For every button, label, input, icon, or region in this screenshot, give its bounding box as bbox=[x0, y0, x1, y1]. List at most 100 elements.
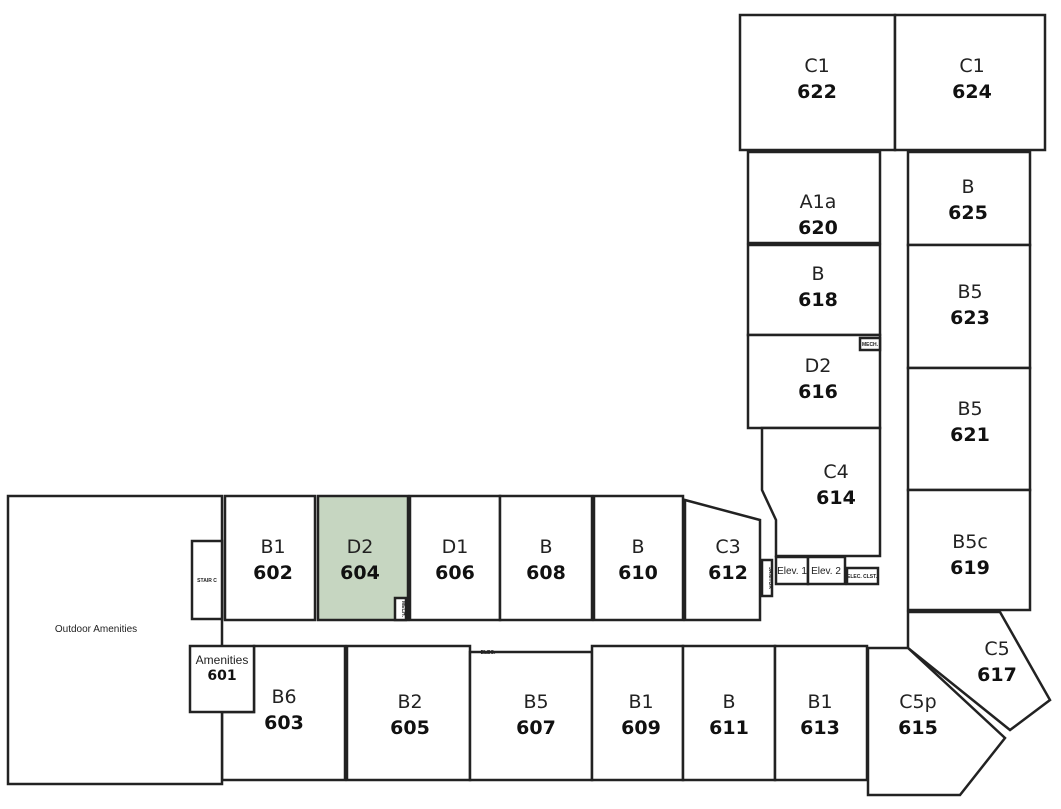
unit-type: B1 bbox=[628, 691, 653, 713]
unit-outline[interactable] bbox=[592, 494, 685, 622]
janitor-label: JANITOR bbox=[767, 567, 773, 589]
unit-number: 623 bbox=[950, 307, 990, 329]
unit-outline[interactable] bbox=[681, 644, 777, 782]
unit-number: 615 bbox=[898, 717, 938, 739]
unit-number: 602 bbox=[253, 562, 293, 584]
unit-number: 608 bbox=[526, 562, 566, 584]
unit-number: 622 bbox=[797, 81, 837, 103]
elevator-1: Elev. 1 bbox=[774, 555, 810, 586]
elec-closet-label: ELEC. CLST. bbox=[847, 574, 878, 580]
unit-outline[interactable] bbox=[498, 494, 594, 622]
unit-type: B bbox=[811, 263, 824, 285]
unit-number: 625 bbox=[948, 202, 988, 224]
unit-611[interactable]: B 611 bbox=[681, 644, 777, 782]
unit-number: 609 bbox=[621, 717, 661, 739]
unit-outline[interactable] bbox=[590, 644, 685, 782]
unit-number: 607 bbox=[516, 717, 556, 739]
unit-608[interactable]: B 608 bbox=[498, 494, 594, 622]
unit-number: 603 bbox=[264, 712, 304, 734]
outdoor-amenities: Outdoor Amenities bbox=[6, 494, 224, 786]
amenities-601[interactable]: Amenities 601 bbox=[188, 644, 256, 714]
unit-type: C5p bbox=[899, 691, 936, 713]
unit-type: B5c bbox=[952, 531, 988, 553]
unit-outline[interactable] bbox=[746, 150, 882, 245]
unit-outline[interactable] bbox=[906, 150, 1032, 247]
unit-number: 613 bbox=[800, 717, 840, 739]
unit-type: C5 bbox=[984, 638, 1009, 660]
unit-type: C1 bbox=[804, 55, 829, 77]
elev1-label: Elev. 1 bbox=[777, 566, 807, 577]
unit-number: 620 bbox=[798, 217, 838, 239]
stair-c: STAIR C bbox=[190, 539, 224, 621]
janitor: JANITOR bbox=[760, 558, 774, 598]
unit-type: B5 bbox=[957, 281, 982, 303]
unit-number: 606 bbox=[435, 562, 475, 584]
unit-outline[interactable] bbox=[223, 494, 317, 622]
unit-outline[interactable] bbox=[893, 13, 1047, 152]
unit-outline[interactable] bbox=[683, 498, 762, 622]
unit-number: 611 bbox=[709, 717, 749, 739]
unit-type: B bbox=[539, 536, 552, 558]
unit-outline[interactable] bbox=[316, 494, 410, 622]
unit-number: 619 bbox=[950, 557, 990, 579]
unit-type: B1 bbox=[260, 536, 285, 558]
amenities-label: Amenities bbox=[196, 653, 249, 667]
mech-616: MECH. bbox=[858, 336, 882, 352]
unit-number: 616 bbox=[798, 381, 838, 403]
elec-closet: ELEC. CLST. bbox=[845, 566, 880, 586]
unit-type: D1 bbox=[442, 536, 469, 558]
unit-type: B1 bbox=[807, 691, 832, 713]
unit-number: 617 bbox=[977, 664, 1017, 686]
mech-label: MECH. bbox=[400, 601, 406, 618]
unit-outline[interactable] bbox=[906, 610, 1052, 732]
outdoor-amenities-label: Outdoor Amenities bbox=[55, 624, 137, 635]
unit-type: D2 bbox=[347, 536, 374, 558]
unit-outline[interactable] bbox=[773, 644, 869, 782]
unit-outline[interactable] bbox=[906, 488, 1032, 612]
elec-room: ELEC. bbox=[481, 650, 496, 656]
unit-number: 624 bbox=[952, 81, 992, 103]
unit-type: B6 bbox=[271, 686, 296, 708]
unit-type: C1 bbox=[959, 55, 984, 77]
unit-outline[interactable] bbox=[408, 494, 502, 622]
unit-outline[interactable] bbox=[468, 650, 594, 782]
stair-label: STAIR C bbox=[197, 578, 217, 584]
unit-type: D2 bbox=[805, 355, 832, 377]
amenities-number: 601 bbox=[207, 668, 236, 684]
mech-label: MECH. bbox=[862, 342, 879, 348]
unit-type: C3 bbox=[715, 536, 740, 558]
elev2-label: Elev. 2 bbox=[811, 566, 841, 577]
unit-type: A1a bbox=[800, 191, 837, 213]
elevator-2: Elev. 2 bbox=[806, 555, 847, 586]
unit-type: B bbox=[722, 691, 735, 713]
unit-number: 612 bbox=[708, 562, 748, 584]
unit-number: 605 bbox=[390, 717, 430, 739]
unit-number: 621 bbox=[950, 424, 990, 446]
elec-label: ELEC. bbox=[481, 650, 496, 656]
unit-outline[interactable] bbox=[345, 644, 472, 782]
unit-type: B2 bbox=[397, 691, 422, 713]
unit-type: B5 bbox=[957, 398, 982, 420]
unit-number: 614 bbox=[816, 487, 856, 509]
